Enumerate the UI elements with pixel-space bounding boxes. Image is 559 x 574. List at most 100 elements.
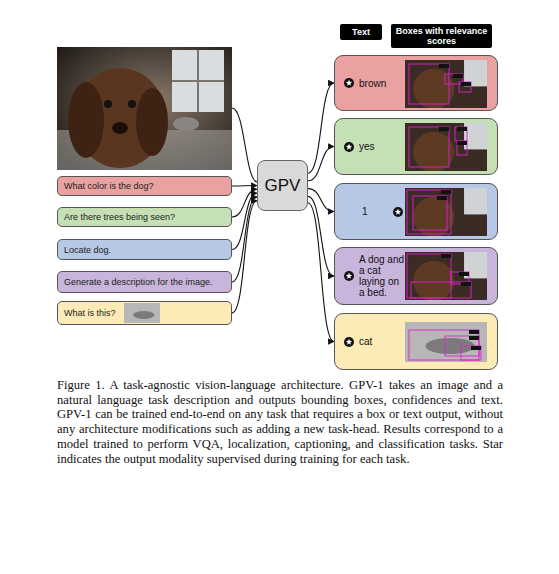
relevance-box	[457, 141, 467, 155]
score-tag	[441, 254, 451, 258]
thumb-dog	[413, 69, 454, 108]
figure-caption: Figure 1. A task-agnostic vision-languag…	[57, 378, 503, 466]
score-tag	[457, 141, 467, 145]
task-text: Are there trees being seen?	[64, 212, 175, 222]
relevance-box	[411, 282, 471, 298]
thumb-cat	[133, 311, 155, 319]
star-shape	[346, 338, 352, 344]
score-tag	[471, 346, 481, 350]
task-input-box: What is this?	[57, 301, 232, 325]
result-thumbnail	[405, 322, 487, 362]
connector	[232, 201, 257, 313]
dog-ear	[136, 88, 168, 156]
relevance-box	[461, 346, 481, 360]
score-tag	[441, 190, 451, 194]
image-wire	[232, 108, 257, 182]
connector	[308, 203, 334, 342]
relevance-box	[407, 190, 451, 234]
star-disc	[344, 271, 354, 281]
result-thumbnail	[405, 188, 487, 236]
relevance-box	[407, 254, 451, 298]
thumb-window	[464, 188, 487, 214]
score-tag	[457, 127, 467, 131]
star-icon	[344, 337, 354, 347]
relevance-box	[455, 127, 467, 141]
dog-ear	[68, 82, 104, 158]
relevance-box	[445, 74, 463, 84]
column-header: Boxes with relevance scores	[391, 24, 492, 48]
relevance-box	[409, 64, 449, 104]
relevance-box	[409, 330, 479, 360]
star-icon	[344, 271, 354, 281]
thumb-window	[464, 123, 487, 149]
star-disc	[393, 207, 403, 217]
column-header: Text	[340, 24, 382, 40]
relevance-box	[459, 82, 471, 92]
star-shape	[395, 208, 401, 214]
output-box: cat	[334, 313, 498, 370]
score-tag	[437, 196, 447, 200]
output-box: brown	[334, 55, 498, 111]
score-tag	[469, 336, 479, 340]
thumb-dog	[413, 132, 454, 171]
score-tag	[459, 272, 469, 276]
score-tag	[439, 64, 449, 68]
output-text: A dog and a cat laying on a bed.	[359, 254, 405, 298]
task-input-box: Locate dog.	[57, 239, 232, 260]
result-thumbnail	[124, 303, 160, 323]
header-text: Text	[352, 27, 370, 37]
model-name: GPV	[265, 176, 301, 196]
task-input-box: What color is the dog?	[57, 176, 232, 196]
connector	[232, 197, 257, 282]
output-text: yes	[359, 141, 403, 152]
thumb-background	[405, 322, 487, 362]
star-icon	[393, 207, 403, 217]
header-text: Boxes with relevance scores	[391, 26, 492, 46]
cat	[173, 117, 199, 131]
score-tag	[461, 82, 471, 86]
dog-nose	[112, 122, 128, 134]
task-text: Generate a description for the image.	[64, 277, 213, 287]
star-disc	[344, 142, 354, 152]
connector	[308, 147, 334, 181]
photo-background	[57, 47, 232, 170]
score-tag	[439, 127, 449, 131]
thumb-background	[124, 303, 160, 323]
score-tag	[461, 282, 471, 286]
task-text: What is this?	[64, 308, 116, 318]
dog-eye	[104, 100, 112, 108]
result-thumbnail	[405, 60, 487, 108]
dog-eye	[128, 100, 136, 108]
task-input-box: Generate a description for the image.	[57, 271, 232, 293]
thumb-background	[405, 60, 487, 108]
star-shape	[346, 273, 352, 279]
task-input-box: Are there trees being seen?	[57, 207, 232, 227]
output-box: A dog and a cat laying on a bed.	[334, 247, 498, 305]
thumb-background	[405, 252, 487, 300]
window-frame	[172, 80, 224, 82]
caption-text: Figure 1. A task-agnostic vision-languag…	[57, 378, 503, 466]
star-icon	[344, 78, 354, 88]
star-shape	[346, 143, 352, 149]
thumb-dog	[413, 261, 454, 300]
result-thumbnail	[405, 252, 487, 300]
task-text: Locate dog.	[64, 245, 111, 255]
star-icon	[344, 142, 354, 152]
result-thumbnail	[405, 123, 487, 171]
thumb-dog	[413, 197, 454, 236]
model-box: GPV	[257, 160, 308, 211]
relevance-box	[413, 196, 447, 230]
thumb-background	[405, 123, 487, 171]
score-tag	[469, 330, 479, 334]
task-text: What color is the dog?	[64, 181, 154, 191]
output-text: brown	[359, 78, 403, 89]
star-disc	[344, 337, 354, 347]
output-box: 1	[334, 183, 498, 240]
output-box: yes	[334, 118, 498, 175]
star-disc	[344, 78, 354, 88]
score-tag	[453, 74, 463, 78]
thumb-background	[405, 188, 487, 236]
connector	[232, 185, 257, 187]
star-shape	[346, 80, 352, 86]
